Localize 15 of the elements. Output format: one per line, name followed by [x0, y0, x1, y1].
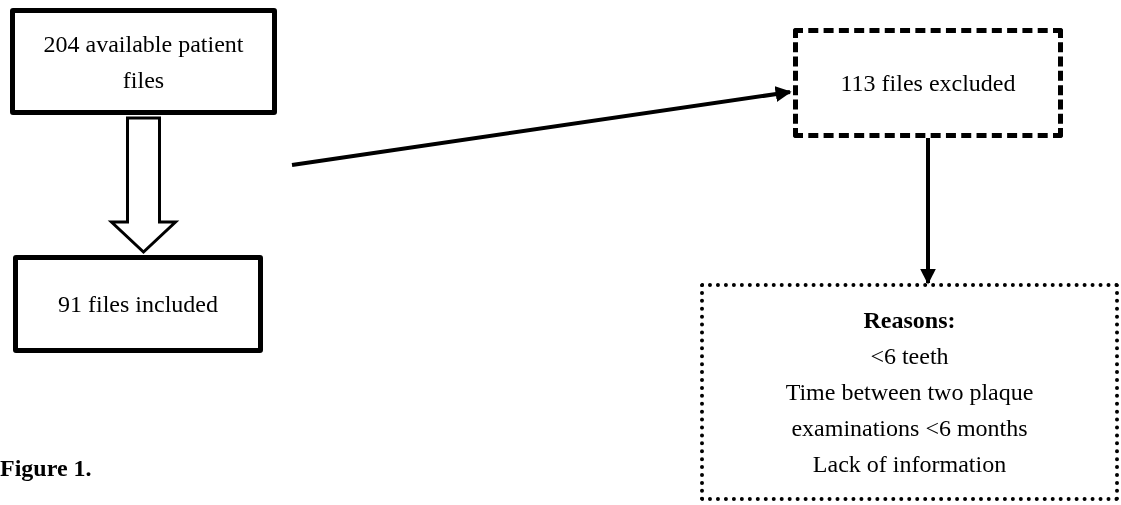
box-text: Time between two plaque examinations <6 months: [784, 378, 1035, 443]
note-box: [793, 28, 1063, 138]
process-box: [13, 255, 263, 353]
arrow: [291, 86, 792, 167]
note-box: [700, 283, 1119, 501]
hollow-arrow: [107, 116, 180, 255]
process-box: [10, 8, 277, 115]
figure-caption: Figure 1.: [0, 455, 92, 482]
box-text: <6 teeth: [870, 342, 949, 371]
heading: Reasons:: [863, 306, 956, 335]
box-text: 204 available patient files: [42, 29, 245, 95]
box-text: 91 files included: [58, 290, 218, 319]
box-text: 113 files excluded: [840, 69, 1016, 98]
arrow: [920, 138, 936, 285]
box-text: Lack of information: [812, 450, 1007, 479]
